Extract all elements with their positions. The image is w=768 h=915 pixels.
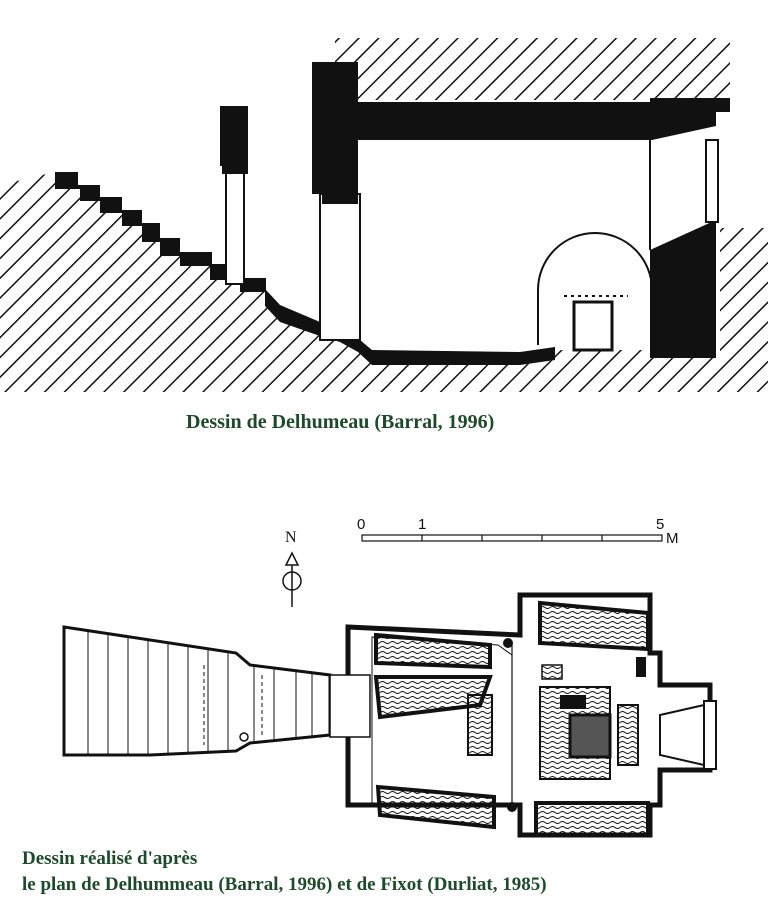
scale-bar [361, 534, 663, 542]
north-head [284, 551, 300, 566]
slab-se [534, 801, 650, 837]
right-wall [650, 220, 716, 358]
altar-top [560, 695, 586, 709]
corridor [62, 625, 332, 757]
altar-stone [568, 713, 612, 759]
plan-caption-line1: Dessin réalisé d'après [22, 848, 198, 869]
north-label: N [285, 529, 297, 546]
slab-ne [538, 600, 650, 652]
plan-drawing [62, 534, 717, 838]
wall-top [312, 62, 358, 194]
wall-shaft [319, 193, 361, 341]
scale-unit: M [666, 530, 679, 547]
right-wall-shaft [705, 139, 719, 223]
post [507, 802, 517, 812]
altar-side [617, 704, 639, 766]
apse-end [703, 700, 717, 770]
north-arrow [282, 551, 302, 607]
small-slab [467, 694, 493, 756]
door-jamb [329, 674, 371, 738]
apse-extension [659, 703, 705, 767]
staircase [55, 172, 555, 365]
pier-shaft [225, 165, 245, 285]
pier-base [222, 166, 248, 174]
earth-slope [0, 172, 768, 392]
scale-bar-body [361, 534, 663, 542]
earth-above [335, 38, 730, 110]
small-block [636, 657, 646, 677]
plan-caption-line2: le plan de Delhummeau (Barral, 1996) et … [22, 874, 547, 895]
scale-tick-label-1: 1 [418, 516, 427, 533]
vault-ceiling [358, 102, 716, 140]
wall-band [322, 194, 358, 204]
pier-cap [220, 106, 248, 166]
post [503, 638, 513, 648]
corridor-slats [87, 631, 313, 755]
post [239, 732, 249, 742]
scale-tick-label-0: 0 [357, 516, 366, 533]
scale-tick-label-5: 5 [656, 516, 665, 533]
niche-door [572, 300, 614, 352]
small-slab [541, 664, 563, 680]
section-drawing [0, 38, 768, 392]
arched-niche [537, 232, 653, 345]
section-caption: Dessin de Delhumeau (Barral, 1996) [186, 411, 495, 433]
ceiling-right-cap [650, 98, 730, 112]
slab-nw [374, 632, 492, 670]
slab-sw [375, 784, 496, 830]
